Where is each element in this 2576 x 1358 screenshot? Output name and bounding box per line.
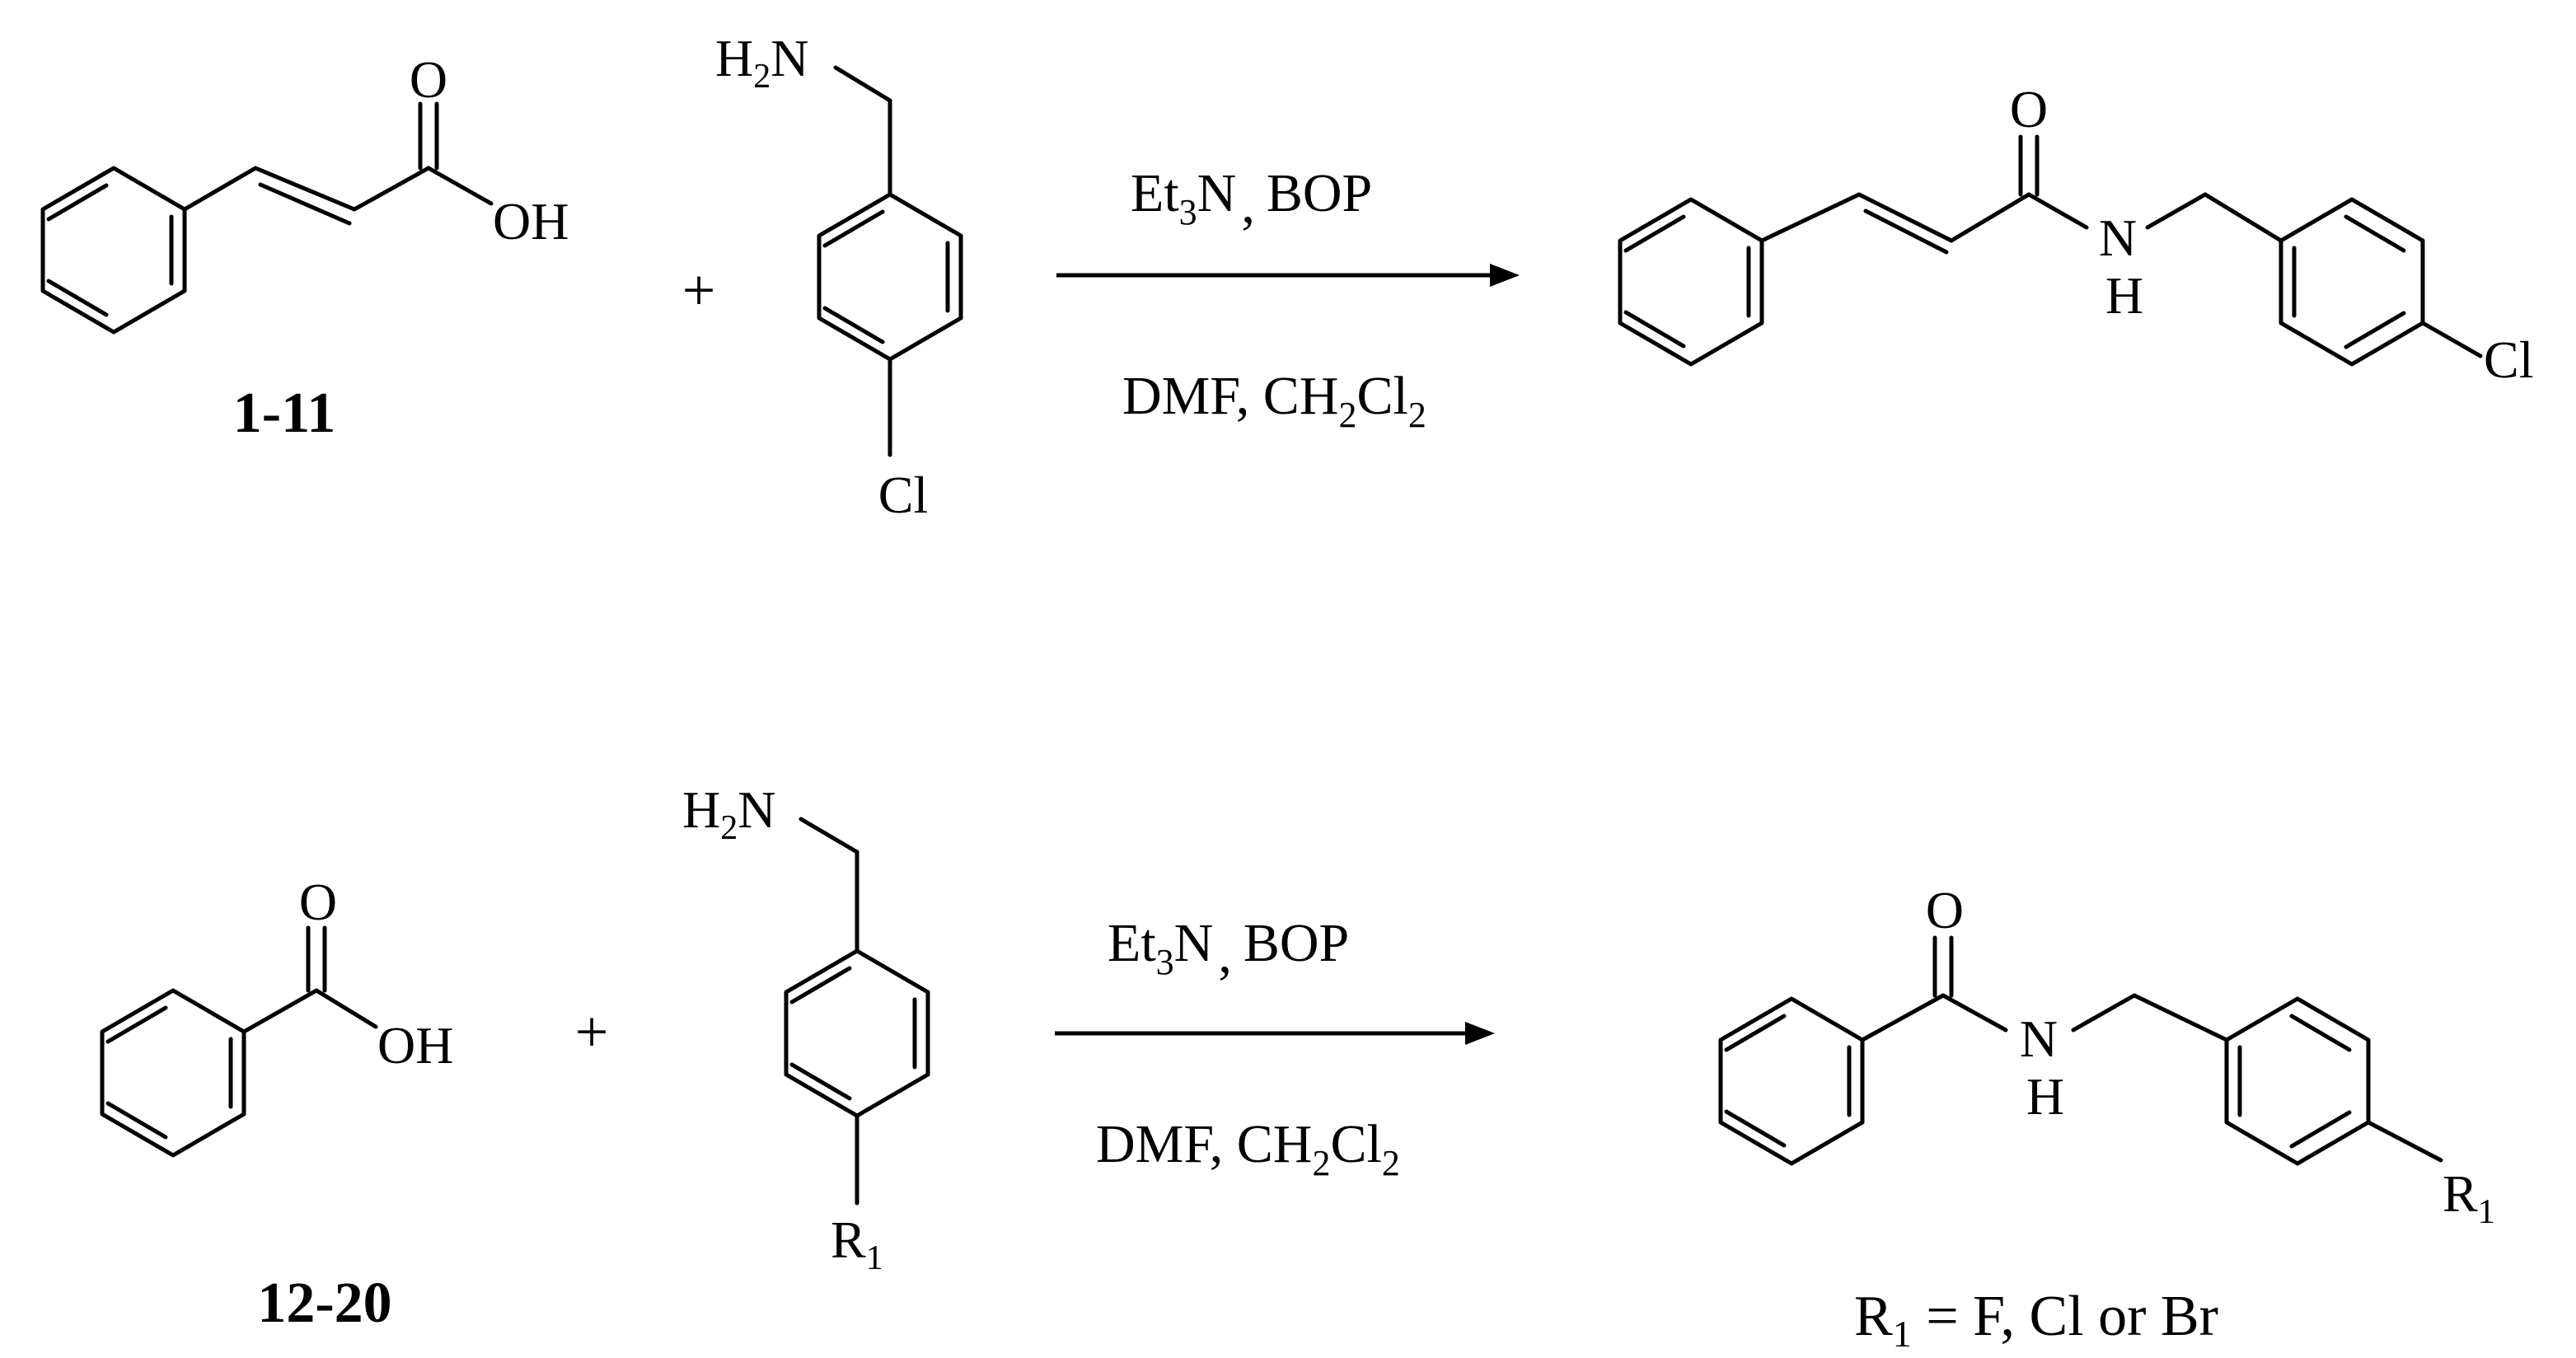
amine-nh2-label: H2N <box>682 780 775 847</box>
r1-definition-note: R1 = F, Cl or Br <box>1854 1285 2218 1355</box>
reaction-2: O OH 12-20 + H2N R1 Et3N,BOP DMF, CH2Cl2 <box>100 780 2495 1355</box>
amide-oxygen-label: O <box>2010 80 2048 138</box>
hydroxyl-label: OH <box>493 192 569 251</box>
reaction-conditions-2: Et3N,BOP DMF, CH2Cl2 <box>1055 913 1495 1183</box>
chloro-substituent-label: Cl <box>878 466 928 524</box>
chlorobenzylamine-structure: H2N Cl <box>715 29 963 524</box>
benzamide-product-structure: O N H R1 <box>1718 881 2495 1231</box>
r1-substituent-label: R1 <box>831 1210 883 1277</box>
compound-label-12-20: 12-20 <box>257 1271 391 1335</box>
solvent-line: DMF, CH2Cl2 <box>1122 366 1426 435</box>
carbonyl-oxygen-label: O <box>299 873 337 931</box>
reaction-conditions-1: Et3N,BOP DMF, CH2Cl2 <box>1056 163 1520 435</box>
amine-nh2-label: H2N <box>715 29 808 96</box>
hydroxyl-label: OH <box>377 1016 453 1075</box>
cinnamic-acid-structure: O OH <box>40 50 569 335</box>
product-chloro-label: Cl <box>2484 330 2533 389</box>
cinnamamide-product-structure: O N H Cl <box>1618 80 2533 389</box>
reagent-line: Et3N,BOP <box>1131 163 1372 235</box>
amide-hydrogen-label: H <box>2026 1067 2064 1126</box>
amide-hydrogen-label: H <box>2105 266 2143 325</box>
benzoic-acid-structure: O OH <box>100 873 453 1158</box>
plus-sign: + <box>575 999 609 1065</box>
reagent-line: Et3N,BOP <box>1108 913 1349 985</box>
substituted-benzylamine-structure: H2N R1 <box>682 780 930 1277</box>
product-r1-label: R1 <box>2443 1164 2495 1231</box>
amide-nitrogen-label: N <box>2099 208 2137 267</box>
solvent-line: DMF, CH2Cl2 <box>1096 1114 1400 1183</box>
compound-label-1-11: 1-11 <box>233 382 335 445</box>
carbonyl-oxygen-label: O <box>410 50 447 109</box>
reaction-1: O OH 1-11 + H2N Cl Et3N,BOP DMF, CH2Cl2 <box>40 29 2533 524</box>
amide-oxygen-label: O <box>1926 881 1964 939</box>
plus-sign: + <box>682 257 716 323</box>
amide-nitrogen-label: N <box>2020 1009 2058 1068</box>
